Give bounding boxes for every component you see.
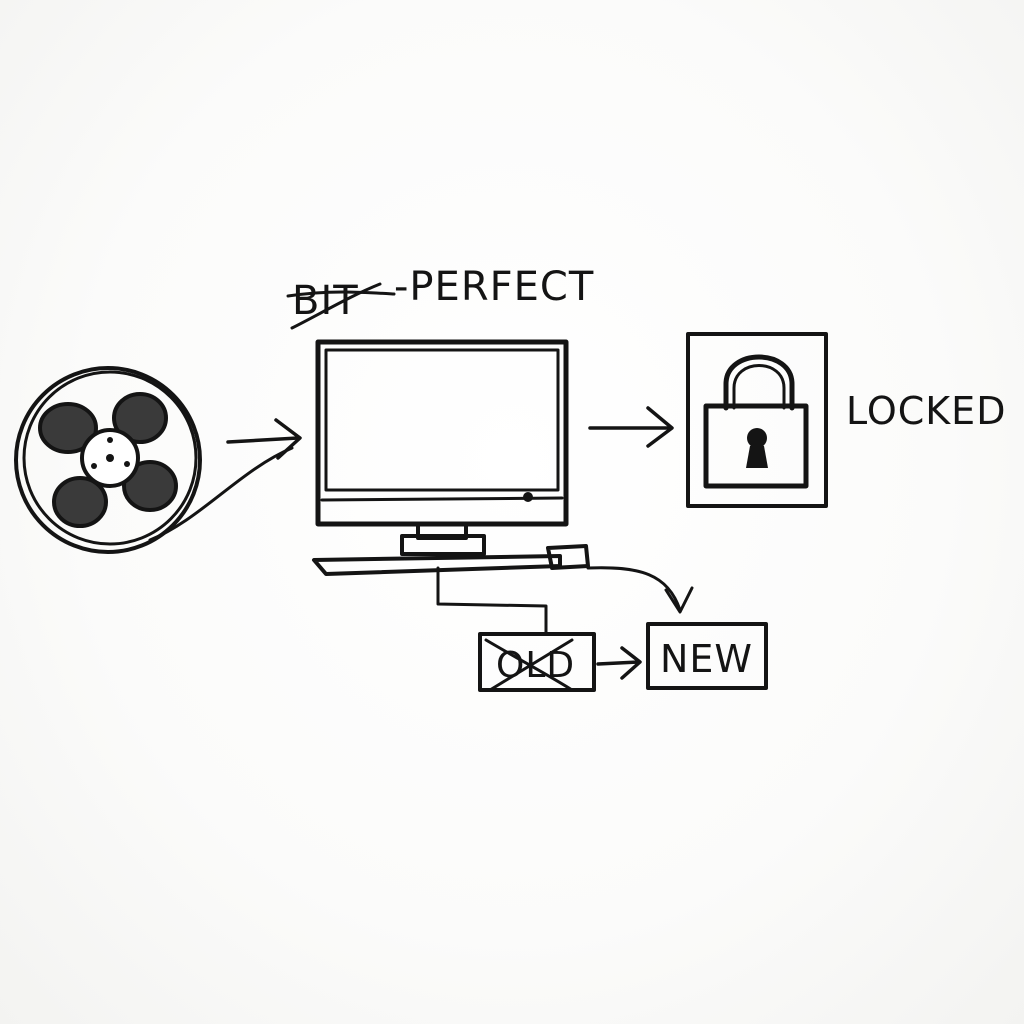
title: BIT -PERFECT <box>286 264 594 330</box>
lock-label: LOCKED <box>846 389 1006 433</box>
title-strike-line <box>286 290 396 298</box>
connector-to-old <box>436 566 548 636</box>
arrow-monitor-to-lock <box>588 406 674 448</box>
title-cross-line <box>290 282 382 330</box>
old-box: OLD <box>478 632 596 692</box>
title-struck-word: BIT <box>292 278 359 324</box>
monitor-icon <box>315 339 569 556</box>
padlock-icon <box>686 332 828 508</box>
film-reel-icon <box>14 366 294 554</box>
old-cross-line-a <box>484 638 574 692</box>
new-label: NEW <box>660 637 753 681</box>
arrow-device-to-new <box>586 566 694 614</box>
old-cross-line-b <box>488 638 574 692</box>
new-box: NEW <box>646 622 768 690</box>
arrow-reel-to-monitor <box>226 418 302 460</box>
arrow-old-to-new <box>596 646 642 680</box>
keyboard-icon <box>312 544 590 576</box>
title-suffix: -PERFECT <box>394 264 594 310</box>
